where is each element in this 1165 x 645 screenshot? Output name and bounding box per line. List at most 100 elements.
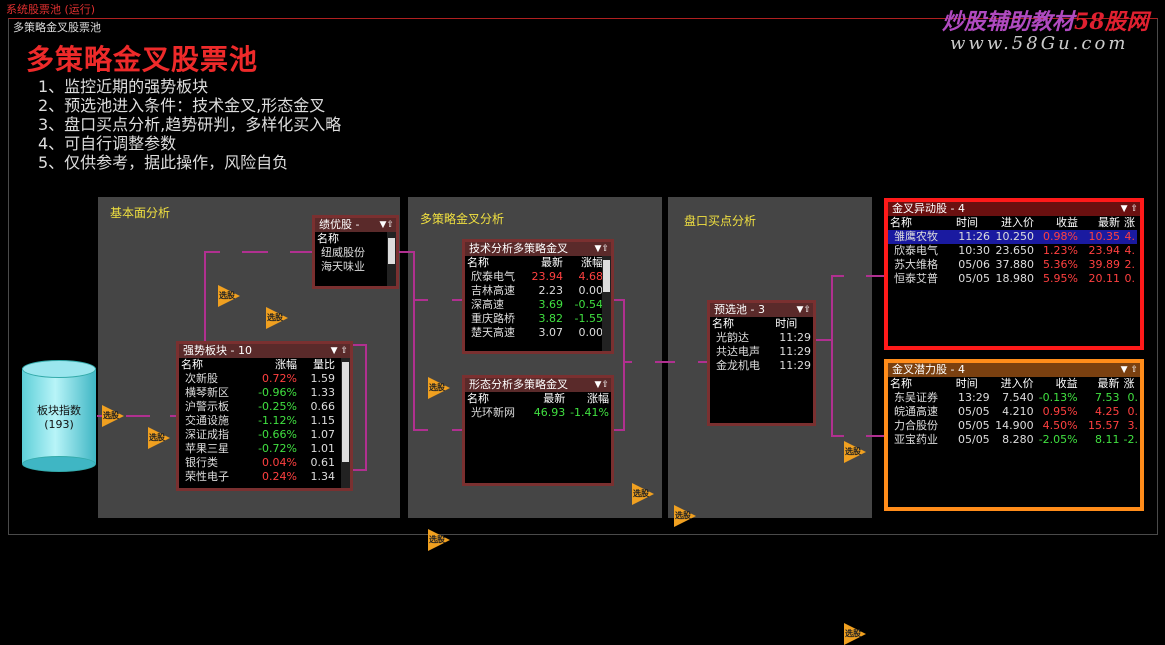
table-row[interactable]: 苹果三星-0.72%1.01 xyxy=(179,442,337,456)
desc-line: 3、盘口买点分析,趋势研判，多样化买入略 xyxy=(38,115,342,134)
table-row[interactable]: 交通设施-1.12%1.15 xyxy=(179,414,337,428)
window-title: 系统股票池 (运行) xyxy=(6,3,96,16)
flow-node: 选股 xyxy=(844,623,868,645)
panel-header[interactable]: 技术分析多策略金叉▼⇧ xyxy=(465,242,611,256)
panel-header[interactable]: 形态分析多策略金叉▼⇧ xyxy=(465,378,611,392)
table-row[interactable]: 纽威股份 xyxy=(321,246,365,259)
table-cell: 11:29 xyxy=(779,359,811,372)
table-cell: 亚宝药业 xyxy=(894,433,938,446)
table-row[interactable]: 海天味业 xyxy=(321,260,365,273)
panel-controls-icon[interactable]: ▼⇧ xyxy=(594,244,609,254)
table-cell: 1.01 xyxy=(310,442,336,455)
desc-line: 5、仅供参考，据此操作，风险自负 xyxy=(38,153,289,172)
table-cell: -1.55 xyxy=(574,312,603,325)
table-cell: -0.96% xyxy=(258,386,297,399)
panel-controls-icon[interactable]: ▼⇧ xyxy=(379,220,394,230)
table-cell: 0.61 xyxy=(310,456,336,469)
panel-controls-icon[interactable]: ▼ ⇧ xyxy=(330,346,348,356)
index-database[interactable]: 板块指数 (193) xyxy=(22,360,96,472)
table-cell: 重庆路桥 xyxy=(471,312,515,325)
table-cell: 4.25 xyxy=(1095,405,1120,418)
table-cell: 吉林高速 xyxy=(471,284,515,297)
table-cell: 东吴证券 xyxy=(894,391,938,404)
table-cell: 10.35 xyxy=(1088,230,1121,243)
main-frame xyxy=(8,18,1158,535)
table-row[interactable]: 横琴新区-0.96%1.33 xyxy=(179,386,337,400)
flow-node: 选股 xyxy=(102,405,126,427)
table-cell: 深证成指 xyxy=(185,428,229,441)
table-cell: 4. xyxy=(1124,244,1136,257)
table-cell: 1.33 xyxy=(310,386,336,399)
table-row[interactable]: 深证成指-0.66%1.07 xyxy=(179,428,337,442)
table-cell: 14.900 xyxy=(995,419,1034,432)
table-cell: 13:29 xyxy=(957,391,990,404)
table-cell: 2.23 xyxy=(538,284,564,297)
panel-header[interactable]: 强势板块 - 10▼ ⇧ xyxy=(179,344,350,358)
table-cell: 05/05 xyxy=(957,419,990,432)
table-cell: -0.66% xyxy=(258,428,297,441)
table-row[interactable]: 吉林高速 2.23 0.00 xyxy=(465,284,605,298)
panel-header[interactable]: 金叉异动股 - 4▼ ⇧ xyxy=(888,202,1140,216)
desc-line: 2、预选池进入条件：技术金叉,形态金叉 xyxy=(38,96,326,115)
panel-header[interactable]: 预选池 - 3▼⇧ xyxy=(710,303,813,317)
table-cell: 2. xyxy=(1124,258,1136,271)
table-cell: 05/05 xyxy=(958,272,990,285)
flow-node: 选股 xyxy=(266,307,290,329)
table-cell: -1.12% xyxy=(258,414,297,427)
premium-stocks-panel[interactable]: 绩优股 -▼⇧ 名称 纽威股份 海天味业 xyxy=(312,215,399,289)
panel-controls-icon[interactable]: ▼ ⇧ xyxy=(1120,204,1138,214)
table-cell: 欣泰电气 xyxy=(471,270,515,283)
table-cell: 8.11 xyxy=(1095,433,1120,446)
panel-controls-icon[interactable]: ▼⇧ xyxy=(594,380,609,390)
panel-controls-icon[interactable]: ▼⇧ xyxy=(796,305,811,315)
table-cell: 20.11 xyxy=(1088,272,1121,285)
table-cell: 金龙机电 xyxy=(716,359,760,372)
table-cell: 37.880 xyxy=(995,258,1035,271)
table-row[interactable]: 沪警示板-0.25%0.66 xyxy=(179,400,337,414)
table-cell: -0.54 xyxy=(574,298,603,311)
watermark-url: www.58Gu.com xyxy=(950,33,1129,54)
table-cell: 交通设施 xyxy=(185,414,229,427)
flow-node: 选股 xyxy=(428,377,452,399)
table-cell: -2. xyxy=(1123,433,1138,446)
table-cell: 恒泰艾普 xyxy=(894,272,938,285)
panel-controls-icon[interactable]: ▼ ⇧ xyxy=(1120,365,1138,375)
table-cell: 光环新网 xyxy=(471,406,515,419)
table-cell: 银行类 xyxy=(185,456,218,469)
table-row[interactable]: 金龙机电 11:29 xyxy=(710,359,813,373)
table-cell: 39.89 xyxy=(1088,258,1121,271)
table-cell: 11:29 xyxy=(779,331,811,344)
table-cell: 0.00 xyxy=(578,284,604,297)
table-cell: 11:26 xyxy=(958,230,990,243)
table-cell: 深高速 xyxy=(471,298,504,311)
section-title-strategy: 多策略金叉分析 xyxy=(420,212,505,226)
table-cell: 0.00 xyxy=(578,326,604,339)
panel-header[interactable]: 金叉潜力股 - 4▼ ⇧ xyxy=(888,363,1140,377)
panel-header[interactable]: 绩优股 -▼⇧ xyxy=(315,218,396,232)
